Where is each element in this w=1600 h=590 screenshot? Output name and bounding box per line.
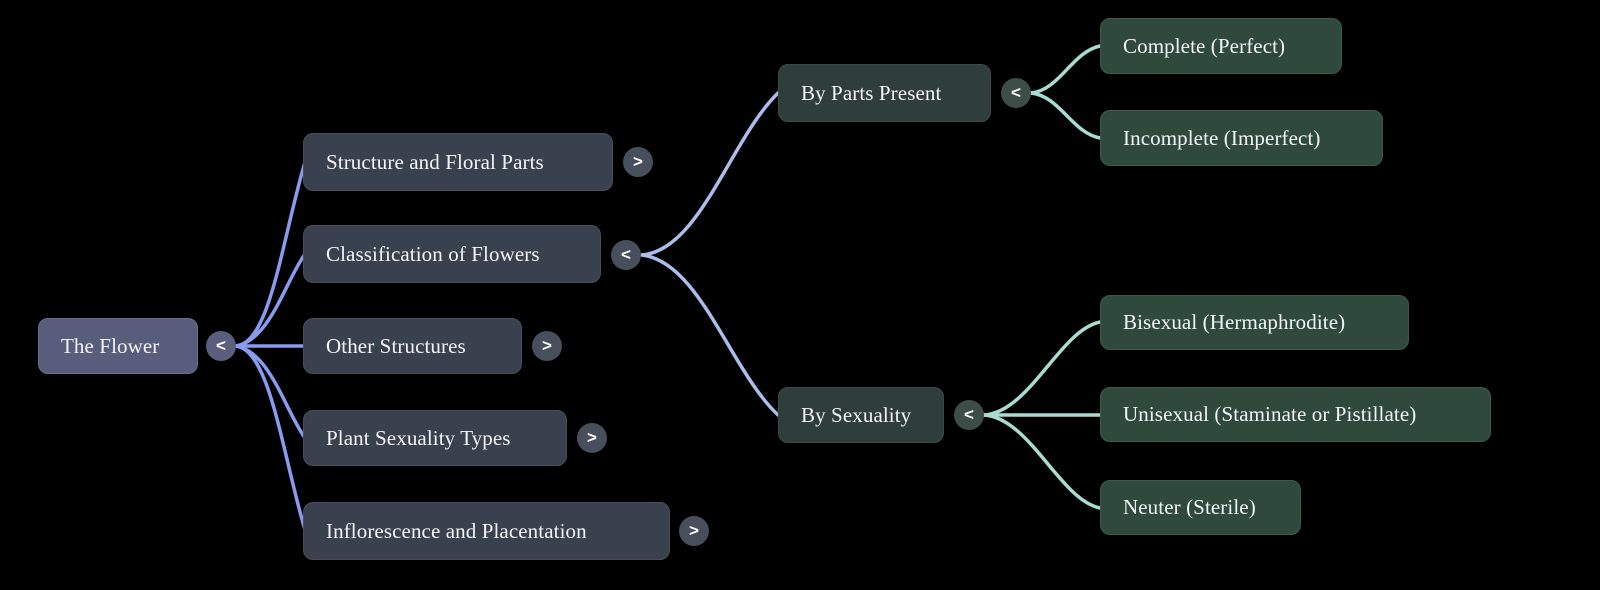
toggle-other-structures[interactable]: > bbox=[532, 331, 562, 361]
edge-group-root bbox=[234, 160, 307, 532]
node-neuter-sterile[interactable]: Neuter (Sterile) bbox=[1100, 480, 1301, 535]
node-label-unisexual-staminate-or-pistillate: Unisexual (Staminate or Pistillate) bbox=[1123, 402, 1417, 427]
node-label-by-parts-present: By Parts Present bbox=[801, 80, 942, 105]
node-label-structure-and-floral-parts: Structure and Floral Parts bbox=[326, 149, 544, 174]
chevron-right-icon: > bbox=[633, 152, 643, 171]
toggle-the-flower[interactable]: < bbox=[206, 331, 236, 361]
node-bisexual-hermaphrodite[interactable]: Bisexual (Hermaphrodite) bbox=[1100, 295, 1409, 350]
chevron-left-icon: < bbox=[964, 405, 974, 424]
edge-group-by-sexuality bbox=[982, 320, 1102, 510]
node-by-sexuality[interactable]: By Sexuality bbox=[778, 387, 944, 443]
edge-group-classification bbox=[640, 91, 780, 417]
edge-root-to-inflorescence bbox=[234, 344, 307, 532]
edge-group-by-parts-present bbox=[1029, 44, 1102, 140]
node-inflorescence-and-placentation[interactable]: Inflorescence and Placentation bbox=[303, 502, 670, 560]
node-unisexual-staminate-or-pistillate[interactable]: Unisexual (Staminate or Pistillate) bbox=[1100, 387, 1491, 442]
edge-parts-to-incomplete bbox=[1029, 91, 1102, 140]
chevron-right-icon: > bbox=[689, 521, 699, 540]
node-label-bisexual-hermaphrodite: Bisexual (Hermaphrodite) bbox=[1123, 310, 1346, 335]
node-label-classification-of-flowers: Classification of Flowers bbox=[326, 241, 540, 266]
node-complete-perfect[interactable]: Complete (Perfect) bbox=[1100, 18, 1342, 74]
node-label-complete-perfect: Complete (Perfect) bbox=[1123, 33, 1286, 58]
chevron-left-icon: < bbox=[1011, 83, 1021, 102]
edge-sexuality-to-neuter bbox=[982, 413, 1102, 510]
node-other-structures[interactable]: Other Structures bbox=[303, 318, 522, 374]
node-label-neuter-sterile: Neuter (Sterile) bbox=[1123, 495, 1256, 520]
node-label-plant-sexuality-types: Plant Sexuality Types bbox=[326, 425, 511, 450]
node-incomplete-imperfect[interactable]: Incomplete (Imperfect) bbox=[1100, 110, 1383, 166]
toggle-classification-of-flowers[interactable]: < bbox=[611, 240, 641, 270]
node-classification-of-flowers[interactable]: Classification of Flowers bbox=[303, 225, 601, 283]
chevron-right-icon: > bbox=[542, 336, 552, 355]
edge-root-to-plant-sexuality bbox=[234, 344, 307, 440]
toggle-plant-sexuality-types[interactable]: > bbox=[577, 423, 607, 453]
toggle-by-parts-present[interactable]: < bbox=[1001, 78, 1031, 108]
node-label-inflorescence-and-placentation: Inflorescence and Placentation bbox=[326, 518, 587, 543]
node-label-other-structures: Other Structures bbox=[326, 333, 466, 358]
node-label-the-flower: The Flower bbox=[61, 333, 160, 358]
node-the-flower[interactable]: The Flower bbox=[38, 318, 198, 374]
edge-root-to-classification bbox=[234, 252, 307, 348]
node-structure-and-floral-parts[interactable]: Structure and Floral Parts bbox=[303, 133, 613, 191]
toggle-by-sexuality[interactable]: < bbox=[954, 400, 984, 430]
edge-root-to-structure bbox=[234, 160, 307, 348]
toggle-inflorescence-and-placentation[interactable]: > bbox=[679, 516, 709, 546]
edge-parts-to-complete bbox=[1029, 44, 1102, 95]
node-label-by-sexuality: By Sexuality bbox=[801, 402, 912, 427]
node-plant-sexuality-types[interactable]: Plant Sexuality Types bbox=[303, 410, 567, 466]
chevron-left-icon: < bbox=[621, 245, 631, 264]
edge-classification-to-by-sexuality bbox=[640, 253, 780, 417]
chevron-left-icon: < bbox=[216, 336, 226, 355]
toggle-structure-and-floral-parts[interactable]: > bbox=[623, 147, 653, 177]
edge-classification-to-by-parts-present bbox=[640, 91, 780, 257]
chevron-right-icon: > bbox=[587, 428, 597, 447]
edge-sexuality-to-bisexual bbox=[982, 320, 1102, 417]
node-label-incomplete-imperfect: Incomplete (Imperfect) bbox=[1123, 125, 1321, 150]
node-by-parts-present[interactable]: By Parts Present bbox=[778, 64, 991, 122]
